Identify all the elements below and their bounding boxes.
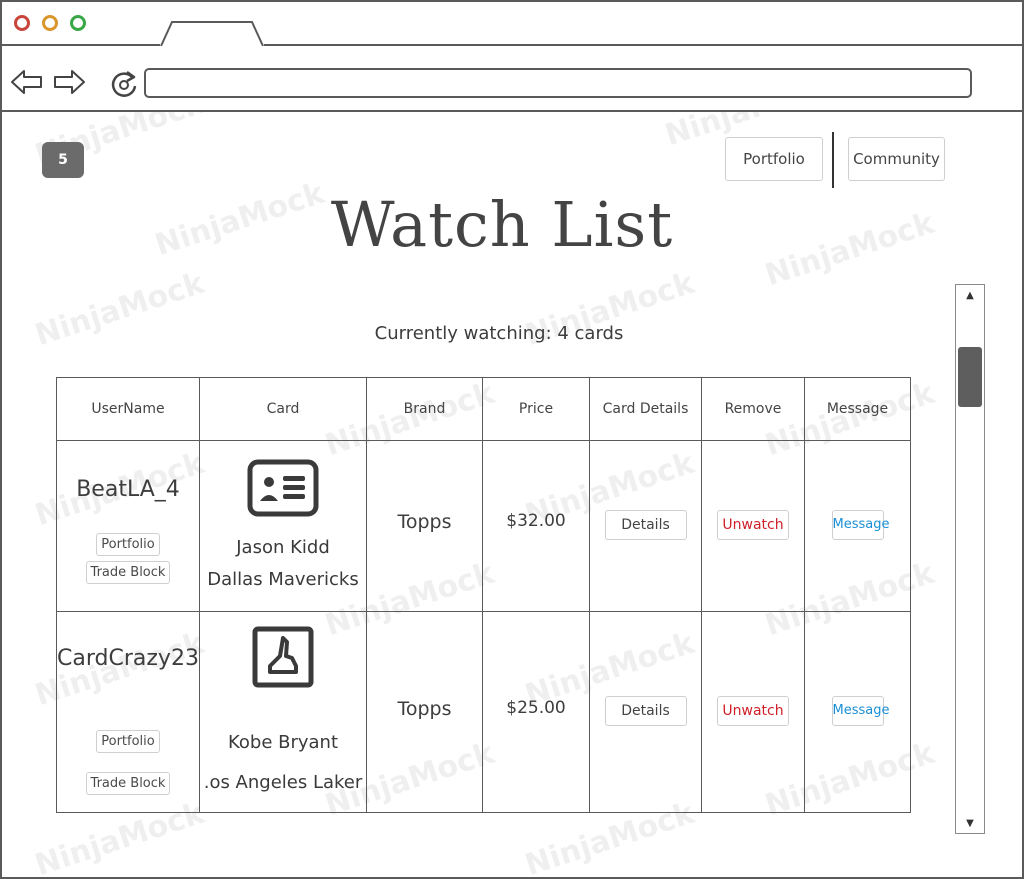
page-number-badge: 5 bbox=[42, 142, 84, 178]
remove-cell: Unwatch bbox=[701, 440, 805, 612]
back-arrow-icon[interactable] bbox=[10, 68, 44, 96]
header-username: UserName bbox=[56, 377, 200, 441]
card-details-cell: Details bbox=[589, 611, 702, 813]
forward-arrow-icon[interactable] bbox=[52, 68, 86, 96]
header-message: Message bbox=[804, 377, 911, 441]
brand-cell: Topps bbox=[366, 440, 483, 612]
card-player-name: Kobe Bryant bbox=[227, 732, 339, 753]
header-price: Price bbox=[482, 377, 590, 441]
table-header-row: UserName Card Brand Price Card Details R… bbox=[56, 377, 911, 441]
username-cell: BeatLA_4 Portfolio Trade Block bbox=[56, 440, 200, 612]
url-input[interactable] bbox=[144, 68, 972, 98]
price-value: $25.00 bbox=[506, 698, 566, 718]
scroll-down-icon[interactable]: ▼ bbox=[966, 817, 974, 829]
card-player-name: Jason Kidd bbox=[236, 537, 330, 558]
brand-value: Topps bbox=[397, 698, 452, 720]
header-card-details: Card Details bbox=[589, 377, 702, 441]
browser-navbar bbox=[2, 46, 1022, 112]
trade-block-button[interactable]: Trade Block bbox=[85, 772, 171, 795]
details-button[interactable]: Details bbox=[604, 510, 687, 540]
card-team-name: .os Angeles Laker bbox=[203, 772, 363, 793]
price-value: $32.00 bbox=[506, 511, 566, 531]
watch-list-table: UserName Card Brand Price Card Details R… bbox=[56, 377, 911, 813]
user-portrait-icon bbox=[252, 626, 314, 688]
header-brand: Brand bbox=[366, 377, 483, 441]
header-card: Card bbox=[199, 377, 367, 441]
scrollbar-thumb[interactable] bbox=[958, 347, 982, 407]
portfolio-button[interactable]: Portfolio bbox=[96, 730, 160, 753]
browser-tab[interactable] bbox=[160, 20, 264, 46]
price-cell: $25.00 bbox=[482, 611, 590, 813]
table-row: BeatLA_4 Portfolio Trade Block bbox=[56, 440, 911, 612]
close-window-icon[interactable] bbox=[14, 15, 30, 31]
price-cell: $32.00 bbox=[482, 440, 590, 612]
watching-count: Currently watching: 4 cards bbox=[374, 323, 624, 344]
community-nav-button[interactable]: Community bbox=[848, 137, 945, 181]
card-cell: Jason Kidd Dallas Mavericks bbox=[199, 440, 367, 612]
brand-cell: Topps bbox=[366, 611, 483, 813]
remove-cell: Unwatch bbox=[701, 611, 805, 813]
minimize-window-icon[interactable] bbox=[42, 15, 58, 31]
details-button[interactable]: Details bbox=[604, 696, 687, 726]
portfolio-nav-button[interactable]: Portfolio bbox=[725, 137, 823, 181]
nav-divider bbox=[832, 132, 834, 188]
unwatch-button[interactable]: Unwatch bbox=[717, 510, 789, 540]
username: CardCrazy23 bbox=[57, 646, 199, 671]
table-row: CardCrazy23 Portfolio Trade Block Ko bbox=[56, 611, 911, 813]
reload-icon[interactable] bbox=[108, 68, 140, 100]
card-details-cell: Details bbox=[589, 440, 702, 612]
card-team-name: Dallas Mavericks bbox=[207, 569, 359, 590]
brand-value: Topps bbox=[397, 511, 452, 533]
message-cell: Message bbox=[804, 611, 911, 813]
page-title: Watch List bbox=[330, 188, 674, 261]
username-cell: CardCrazy23 Portfolio Trade Block bbox=[56, 611, 200, 813]
header-remove: Remove bbox=[701, 377, 805, 441]
username: BeatLA_4 bbox=[76, 477, 180, 502]
message-button[interactable]: Message bbox=[831, 696, 889, 726]
browser-titlebar bbox=[2, 2, 1022, 46]
id-card-icon bbox=[247, 459, 319, 517]
scroll-up-icon[interactable]: ▲ bbox=[966, 289, 974, 301]
card-cell: Kobe Bryant .os Angeles Laker bbox=[199, 611, 367, 813]
unwatch-button[interactable]: Unwatch bbox=[717, 696, 789, 726]
vertical-scrollbar[interactable]: ▲ ▼ bbox=[955, 284, 985, 834]
portfolio-button[interactable]: Portfolio bbox=[96, 533, 160, 556]
maximize-window-icon[interactable] bbox=[70, 15, 86, 31]
trade-block-button[interactable]: Trade Block bbox=[85, 561, 171, 584]
message-cell: Message bbox=[804, 440, 911, 612]
message-button[interactable]: Message bbox=[831, 510, 889, 540]
